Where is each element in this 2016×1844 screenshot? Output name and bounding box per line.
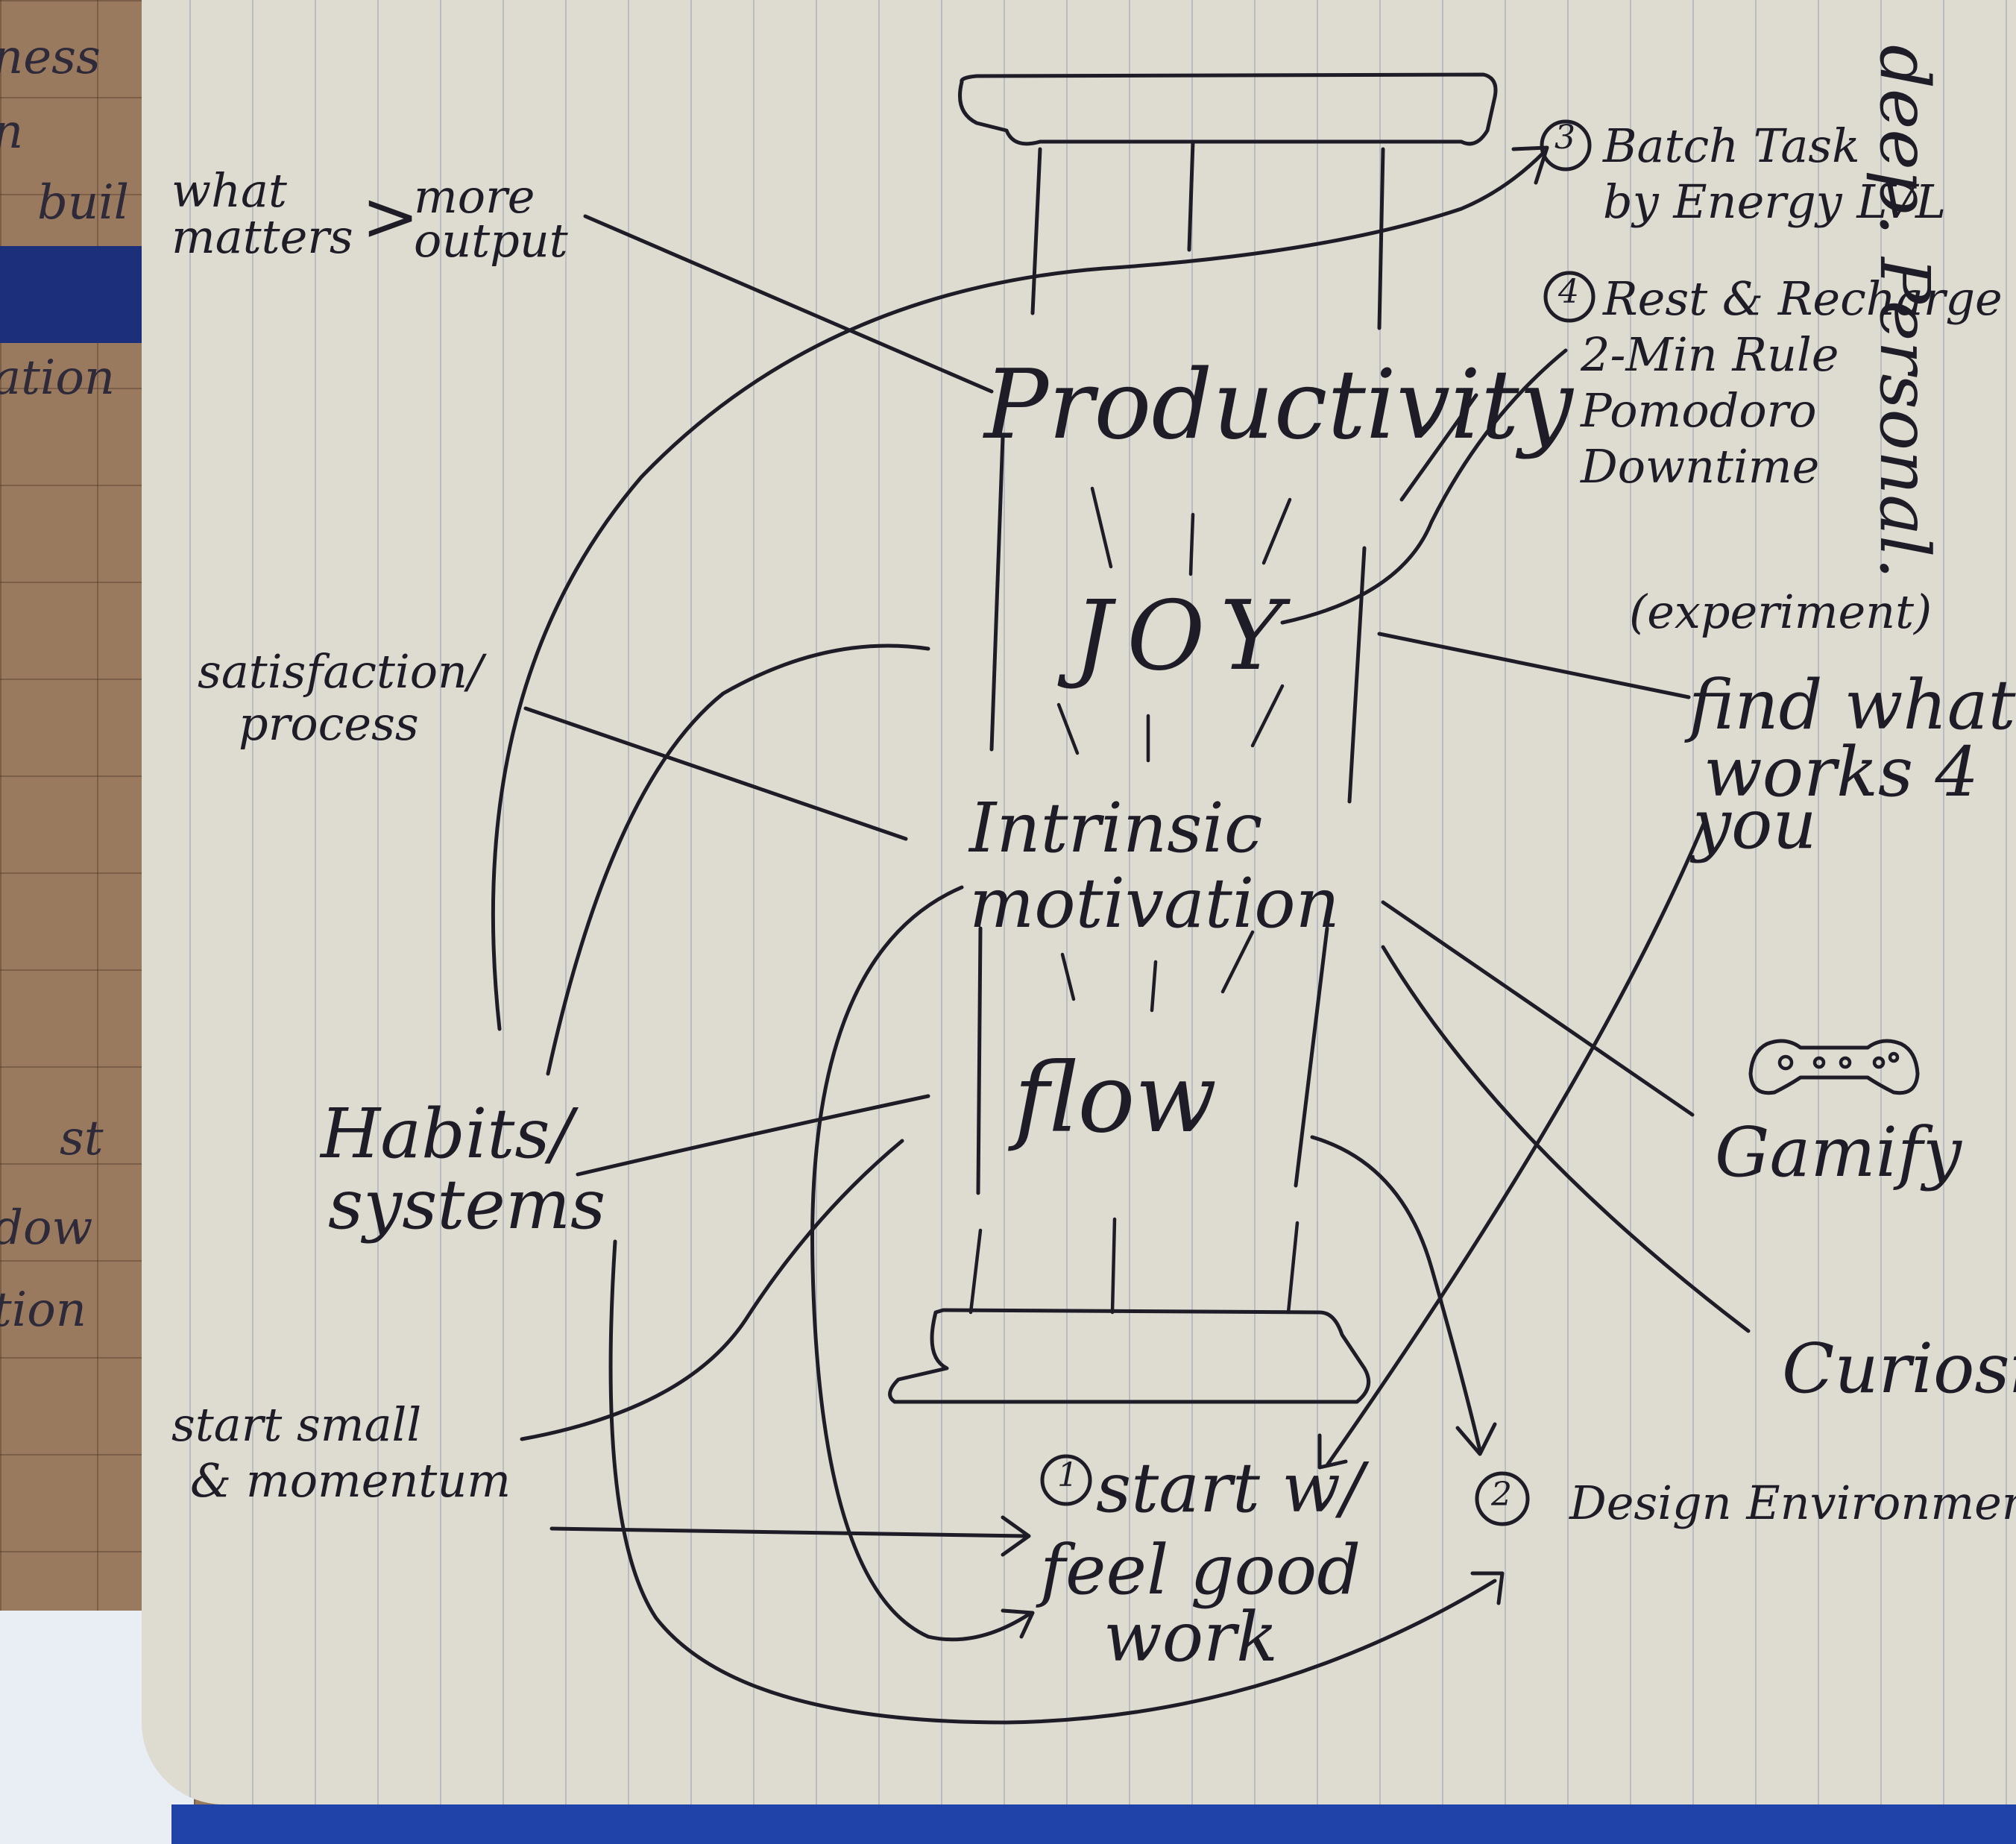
radiating-line — [1288, 1223, 1297, 1312]
vessel-top-stem — [1379, 149, 1383, 328]
connector-line — [1383, 902, 1692, 1115]
note-batch-task: Batch Task — [1603, 123, 1860, 169]
note-more-output: more output — [414, 175, 563, 263]
note-find-what: find what — [1689, 671, 2016, 740]
vessel-wall — [1296, 928, 1327, 1186]
note-work: work — [1103, 1603, 1278, 1672]
connector-line — [526, 708, 906, 839]
radiating-line — [1152, 962, 1156, 1010]
step2-number: 2 — [1491, 1479, 1512, 1511]
note-curiosity: Curiosity — [1782, 1335, 2016, 1403]
note-you: you — [1692, 790, 1817, 859]
layer-flow: flow — [1014, 1051, 1217, 1147]
vessel-top-lid — [960, 75, 1496, 144]
vessel-wall — [992, 436, 1003, 749]
vessel-top-stem — [1189, 142, 1193, 250]
vessel-base — [890, 1310, 1369, 1402]
radiating-line — [1062, 954, 1074, 999]
note-momentum: & momentum — [190, 1458, 511, 1504]
note-gamify: Gamify — [1715, 1118, 1962, 1187]
rest-number: 4 — [1558, 276, 1579, 309]
note-pomodoro: Pomodoro — [1581, 388, 1817, 434]
radiating-line — [1059, 705, 1077, 753]
connector-line — [1383, 947, 1748, 1331]
batch-number: 3 — [1554, 122, 1575, 154]
right-edge-fragment: deep. Personal. — [1870, 45, 1938, 579]
curve-motivation-loop — [813, 887, 1029, 1640]
vessel-top-stem — [1033, 149, 1040, 313]
radiating-line — [1092, 488, 1111, 567]
vessel-wall — [978, 928, 980, 1193]
radiating-line — [1253, 686, 1282, 746]
note-2-min-rule: 2-Min Rule — [1581, 332, 1839, 378]
game-controller-icon — [1745, 1022, 1924, 1118]
note-experiment: (experiment) — [1629, 589, 1932, 635]
radiating-line — [971, 1230, 980, 1312]
note-start-small: start small — [171, 1402, 421, 1448]
note-what-matters: what matters — [171, 168, 350, 260]
note-feel-good: feel good — [1040, 1536, 1361, 1605]
note-downtime: Downtime — [1581, 444, 1819, 490]
layer-intrinsic-motivation: Intrinsic motivation — [969, 790, 1387, 941]
layer-productivity: Productivity — [984, 358, 1573, 453]
connector-line — [585, 216, 992, 391]
note-systems: systems — [328, 1171, 605, 1239]
curve-to-joy — [548, 646, 928, 1074]
radiating-line — [1191, 515, 1193, 574]
note-satisfaction: satisfaction/ — [198, 649, 483, 695]
note-greater-than: > — [362, 183, 419, 251]
step1-number: 1 — [1057, 1459, 1078, 1492]
note-design-environment: Design Environment — [1569, 1480, 2016, 1526]
radiating-line — [1264, 500, 1290, 563]
connector-line — [1379, 634, 1689, 697]
note-process: process — [239, 701, 419, 747]
layer-joy: JOY — [1074, 589, 1298, 685]
vessel-wall — [1349, 548, 1364, 802]
radiating-line — [1112, 1219, 1115, 1312]
note-start-with: start w/ — [1096, 1454, 1364, 1523]
arrowhead — [1472, 1573, 1502, 1603]
note-habits: Habits/ — [321, 1100, 573, 1168]
